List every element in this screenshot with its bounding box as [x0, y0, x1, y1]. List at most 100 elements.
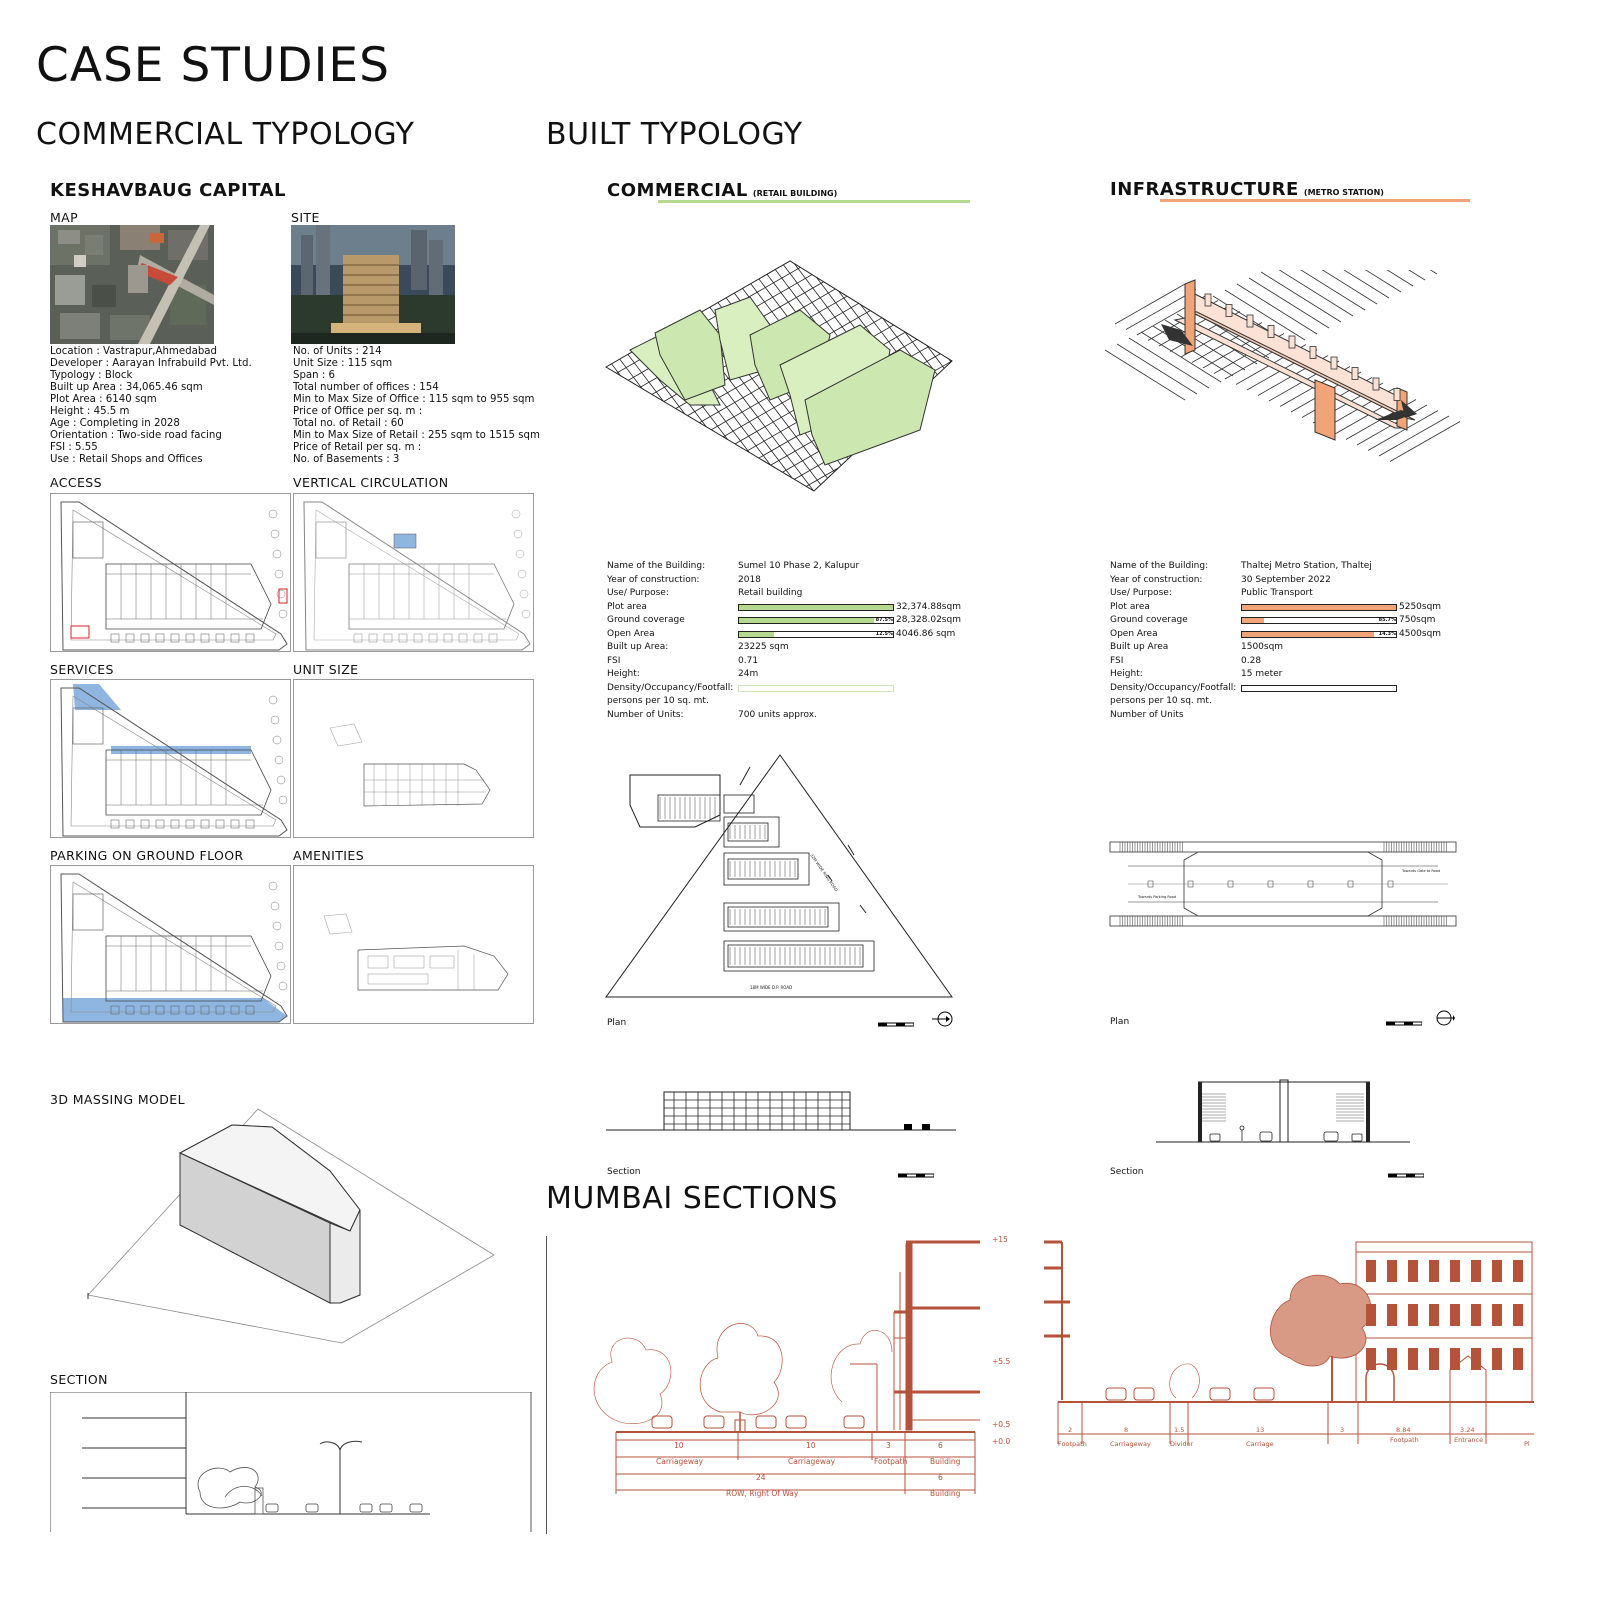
- dim-value: 10: [674, 1441, 684, 1450]
- page-title: CASE STUDIES: [36, 38, 390, 93]
- dim-label: Footpath: [874, 1457, 907, 1466]
- table-row-value: 23225 sqm: [738, 642, 789, 652]
- level-label: +0.0: [992, 1437, 1010, 1446]
- dim-label: Carriageway: [788, 1457, 836, 1466]
- towards-gate-label: Towards Gate to Road: [1401, 869, 1440, 873]
- table-row-label: Built up Area: [1110, 642, 1169, 652]
- commercial-heading: COMMERCIAL (RETAIL BUILDING): [607, 180, 838, 201]
- table-row-label: Ground coverage: [1110, 615, 1188, 625]
- table-row-value: 15 meter: [1241, 669, 1283, 679]
- table-row-value: 24m: [738, 669, 759, 679]
- table-row-value: Public Transport: [1241, 588, 1313, 598]
- dim-total: 24: [756, 1473, 766, 1482]
- table-row-label: Built up Area:: [607, 642, 669, 652]
- dim-label: Carriageway: [1110, 1440, 1151, 1448]
- table-row-value: 700 units approx.: [738, 709, 817, 720]
- keshavbaug-info-left: Location : Vastrapur,Ahmedabad Developer…: [50, 346, 252, 465]
- table-row-value: 28,328.02sqm: [896, 615, 961, 625]
- infrastructure-heading: INFRASTRUCTURE (METRO STATION): [1110, 179, 1384, 200]
- bar-percent: 12.5%: [875, 630, 893, 637]
- commercial-section-drawing: [606, 1088, 956, 1136]
- keshavbaug-info-right: No. of Units : 214 Unit Size : 115 sqm S…: [293, 346, 540, 465]
- massing-model-label: 3D MASSING MODEL: [50, 1092, 185, 1107]
- dim-label: Divider: [1170, 1440, 1194, 1448]
- scale-bar-icon: [1387, 1165, 1425, 1178]
- table-row-label: Use/ Purpose:: [1110, 588, 1172, 598]
- table-row-label: Height:: [1110, 669, 1143, 679]
- dim-value: 1.5: [1174, 1426, 1184, 1434]
- vertical-circulation-plan: [293, 493, 534, 652]
- table-row-label: Plot area: [607, 601, 647, 612]
- aerial-map-image: [50, 225, 214, 344]
- table-row-label: Year of construction:: [1110, 574, 1203, 585]
- mumbai-divider: [546, 1236, 547, 1534]
- north-arrow-icon: [1433, 1009, 1455, 1027]
- massing-model-drawing: [50, 1105, 510, 1350]
- commercial-data-table: Name of the Building:Sumel 10 Phase 2, K…: [607, 560, 967, 730]
- bar-percent: 85.7%: [1378, 617, 1396, 623]
- bar-fill: [1242, 631, 1374, 637]
- unit-size-plan: [293, 679, 534, 838]
- bar-percent: 87.5%: [875, 617, 893, 623]
- table-row-value: 4500sqm: [1399, 628, 1442, 639]
- table-row-bar: [738, 603, 894, 611]
- table-row-value: 750sqm: [1399, 615, 1436, 625]
- plan-road-bottom-label: 18M WIDE D.P. ROAD: [750, 985, 792, 990]
- metro-section-label: Section: [1110, 1167, 1144, 1177]
- table-row-value: Retail building: [738, 588, 803, 598]
- table-row-label: Density/Occupancy/Footfall:: [1110, 682, 1237, 693]
- dim-label: Carriageway: [656, 1457, 704, 1466]
- dim-label: Building: [930, 1457, 961, 1466]
- table-row-value: 4046.86 sqm: [896, 628, 956, 639]
- table-row-label: Number of Units:: [607, 709, 684, 720]
- towards-parking-label: Towards Parking Road: [1137, 895, 1176, 899]
- unit-size-label: UNIT SIZE: [293, 662, 359, 677]
- mumbai-section-right: 2 8 1.5 13 3 8.84 3.24 Footpath Carriage…: [1040, 1238, 1534, 1498]
- parking-plan: [50, 865, 291, 1024]
- table-row-value: 2018: [738, 574, 761, 585]
- commercial-section-label: Section: [607, 1167, 641, 1177]
- vertical-circulation-label: VERTICAL CIRCULATION: [293, 475, 449, 490]
- dim-value: 13: [1256, 1426, 1264, 1434]
- infrastructure-underline: [1160, 199, 1470, 202]
- metro-plan-label: Plan: [1110, 1017, 1130, 1027]
- table-row-label: FSI: [607, 655, 621, 666]
- table-row-label: Open Area: [1110, 628, 1158, 639]
- site-photo-image: [291, 225, 455, 344]
- bar-fill: [739, 604, 893, 610]
- dim-label: Footpath: [1058, 1440, 1087, 1448]
- table-row-label: Number of Units: [1110, 709, 1184, 720]
- bar-percent: 14.3%: [1378, 630, 1396, 637]
- level-label: +15: [992, 1235, 1008, 1244]
- table-row-bar: 85.7%: [1241, 617, 1397, 624]
- site-label: SITE: [291, 210, 320, 225]
- table-row-label: Name of the Building:: [607, 561, 706, 571]
- commercial-iso-model: [600, 255, 960, 500]
- access-plan: [50, 493, 291, 652]
- table-row-value: 0.28: [1241, 655, 1262, 666]
- keshavbaug-section-drawing: [49, 1391, 532, 1532]
- table-row-bar: [738, 684, 894, 692]
- dim-value: 2: [1068, 1426, 1072, 1434]
- amenities-plan: [293, 865, 534, 1024]
- bar-fill: [1242, 618, 1265, 623]
- dim-label: Entrance: [1454, 1436, 1483, 1444]
- services-plan: [50, 679, 291, 838]
- commercial-underline: [658, 200, 970, 203]
- table-row-label: Open Area: [607, 628, 655, 639]
- metro-iso-model: [1104, 211, 1462, 480]
- bar-fill: [739, 618, 874, 623]
- dim-value: 3: [886, 1441, 891, 1450]
- table-row-label: Height:: [607, 669, 640, 679]
- metro-section-drawing: [1156, 1076, 1410, 1144]
- building-label: Building: [930, 1489, 961, 1498]
- commercial-plan-drawing: 32M WIDE RING ROAD 18M WIDE D.P. ROAD: [600, 745, 960, 1003]
- table-row-label: persons per 10 sq. mt.: [1110, 696, 1212, 706]
- table-row-bar: 87.5%: [738, 617, 894, 624]
- table-row-label: Name of the Building:: [1110, 561, 1209, 571]
- section-label: SECTION: [50, 1372, 108, 1387]
- keshavbaug-title: KESHAVBAUG CAPITAL: [50, 180, 286, 201]
- row-label: ROW, Right Of Way: [726, 1489, 799, 1498]
- dim-bldg-total: 6: [938, 1473, 943, 1482]
- table-row-label: FSI: [1110, 655, 1124, 666]
